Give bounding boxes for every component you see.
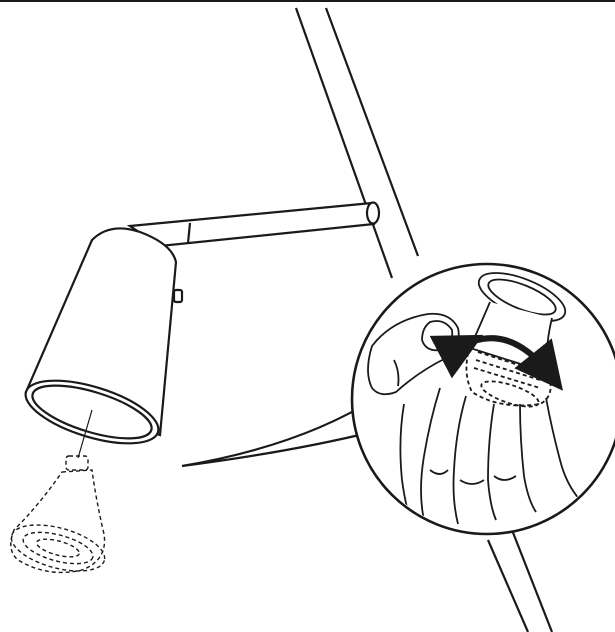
lamp-shade xyxy=(19,228,182,456)
lamp-arm xyxy=(130,203,379,247)
bulb-outline-dashed xyxy=(6,456,109,580)
wall-rail-upper xyxy=(296,8,418,278)
detail-magnifier-circle xyxy=(352,263,615,534)
wall-rail-lower xyxy=(488,530,552,632)
callout-pointer xyxy=(182,398,376,466)
